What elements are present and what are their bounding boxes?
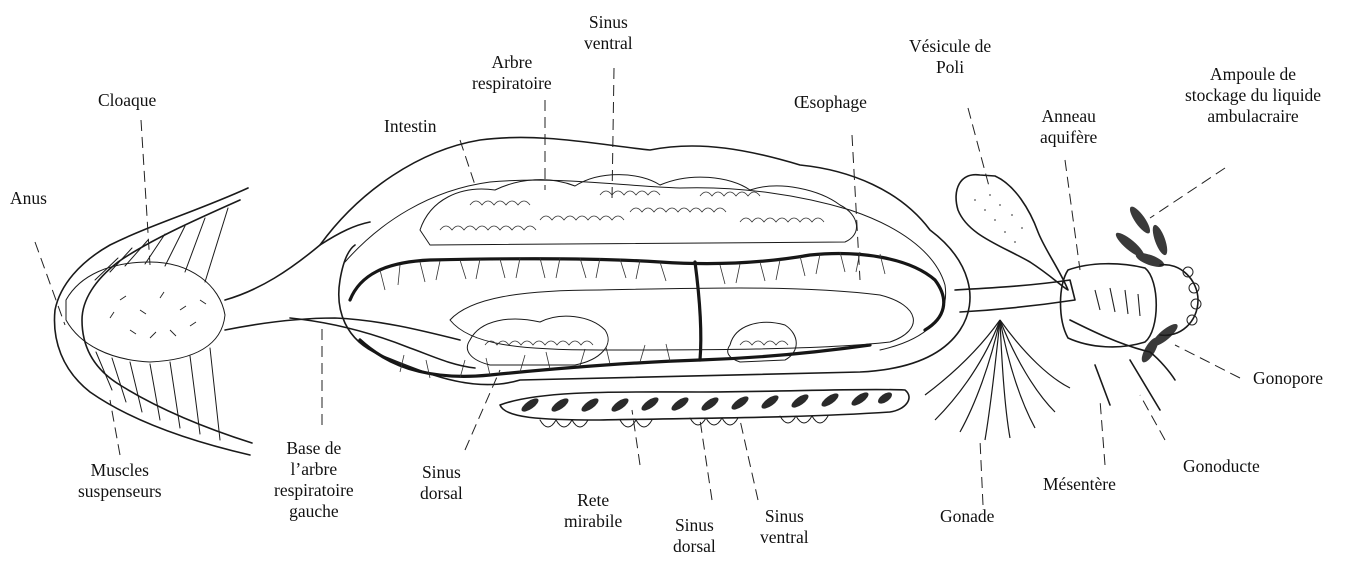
- gonad: [925, 320, 1070, 440]
- label-arbre-respiratoire: Arbre respiratoire: [472, 52, 552, 94]
- label-vesicule-de-poli: Vésicule de Poli: [909, 36, 991, 78]
- poli-vesicle: [956, 175, 1068, 290]
- cloaca-stipple: [110, 292, 206, 338]
- label-sinus-dorsal-bottom: Sinus dorsal: [673, 515, 716, 557]
- label-gonopore: Gonopore: [1253, 368, 1323, 389]
- label-sinus-ventral-top: Sinus ventral: [584, 12, 633, 54]
- label-oesophage: Œsophage: [794, 92, 867, 113]
- label-gonoducte: Gonoducte: [1183, 456, 1260, 477]
- label-sinus-dorsal-left: Sinus dorsal: [420, 462, 463, 504]
- label-intestin: Intestin: [384, 116, 437, 137]
- label-anneau-aquifere: Anneau aquifère: [1040, 106, 1097, 148]
- label-ampoule-de-stockage: Ampoule de stockage du liquide ambulacra…: [1185, 64, 1321, 127]
- intestine: [320, 137, 970, 384]
- anterior-region: [955, 175, 1201, 410]
- label-mesentere: Mésentère: [1043, 474, 1116, 495]
- label-muscles-suspenseurs: Muscles suspenseurs: [78, 460, 162, 502]
- label-cloaque: Cloaque: [98, 90, 156, 111]
- label-rete-mirabile: Rete mirabile: [564, 490, 622, 532]
- aquiferous-ring: [1061, 264, 1157, 347]
- cloaca-region: [54, 188, 460, 455]
- label-gonade: Gonade: [940, 506, 994, 527]
- label-anus: Anus: [10, 188, 47, 209]
- label-sinus-ventral-bottom: Sinus ventral: [760, 506, 809, 548]
- rete-mirabile: [500, 389, 909, 427]
- respiratory-tree-base: [290, 318, 475, 368]
- label-base-arbre-respiratoire: Base de l’arbre respiratoire gauche: [274, 438, 354, 522]
